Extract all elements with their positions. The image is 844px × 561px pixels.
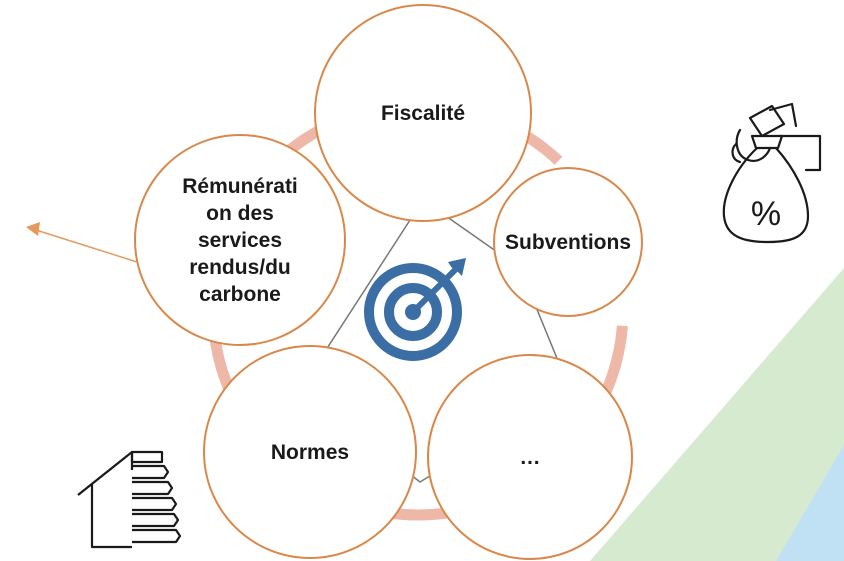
bg-stripe-green [590,268,844,561]
circle-remuneration [134,134,346,346]
circle-normes [203,345,417,559]
circle-subventions [493,167,643,317]
circle-group [134,4,643,560]
house-energy-label-icon [77,450,182,549]
connector-arc [600,325,628,396]
money-bag-percent-text: % [751,195,781,233]
bg-stripe-blue [776,445,844,561]
circle-ellipsis [427,354,633,560]
target-arrow-icon [364,258,466,361]
arrow-left-icon [26,222,138,263]
money-bag-percent-icon [722,102,822,244]
circle-fiscalite [314,4,532,222]
